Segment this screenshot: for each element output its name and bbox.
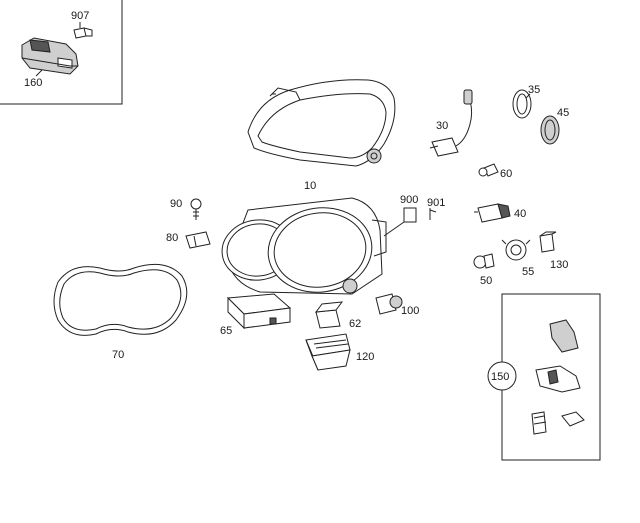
clip-part-901[interactable]	[429, 208, 437, 220]
sealing-ring-part-45[interactable]	[540, 115, 560, 145]
label-60: 60	[500, 168, 512, 180]
cover-part-62[interactable]	[314, 301, 344, 329]
bulb-part-50[interactable]	[473, 253, 495, 269]
label-901: 901	[427, 197, 445, 209]
inset-frame-bottomright	[501, 293, 601, 461]
seal-part-70[interactable]	[53, 263, 188, 336]
screw-part-90[interactable]	[190, 198, 202, 220]
leader-35	[525, 93, 531, 99]
bracket-part-80[interactable]	[185, 231, 211, 249]
control-unit-part-65[interactable]	[226, 293, 292, 330]
headlamp-assembly[interactable]	[218, 197, 387, 299]
leader-900	[383, 221, 405, 237]
bulb-socket-part-55[interactable]	[501, 239, 531, 261]
label-100: 100	[401, 305, 419, 317]
label-45: 45	[557, 107, 569, 119]
connector-part-907[interactable]	[73, 27, 93, 39]
label-50: 50	[480, 275, 492, 287]
bulb-with-wire-part-30[interactable]	[429, 89, 473, 157]
label-30: 30	[436, 120, 448, 132]
cap-part-130[interactable]	[539, 231, 557, 253]
bulb-part-40[interactable]	[474, 203, 511, 223]
label-62: 62	[349, 318, 361, 330]
connector-part-900[interactable]	[403, 207, 417, 223]
control-module-part-160[interactable]	[21, 37, 79, 75]
headlamp-housing-part-10[interactable]	[247, 79, 396, 167]
mount-bracket-assembly-part-150[interactable]	[531, 319, 585, 435]
label-55: 55	[522, 266, 534, 278]
label-130: 130	[550, 259, 568, 271]
label-80: 80	[166, 232, 178, 244]
label-35: 35	[528, 84, 540, 96]
label-900: 900	[400, 194, 418, 206]
bulb-holder-part-100[interactable]	[375, 293, 403, 315]
label-160: 160	[24, 77, 42, 89]
label-10: 10	[304, 180, 316, 192]
label-120: 120	[356, 351, 374, 363]
leader-160	[35, 69, 43, 77]
tray-part-120[interactable]	[305, 333, 351, 371]
label-150: 150	[491, 371, 509, 383]
label-90: 90	[170, 198, 182, 210]
callout-circle-150	[487, 361, 517, 391]
label-40: 40	[514, 208, 526, 220]
small-bulb-part-60[interactable]	[478, 163, 499, 177]
label-907: 907	[71, 10, 89, 22]
inset-frame-topleft	[0, 0, 123, 105]
label-70: 70	[112, 349, 124, 361]
label-65: 65	[220, 325, 232, 337]
